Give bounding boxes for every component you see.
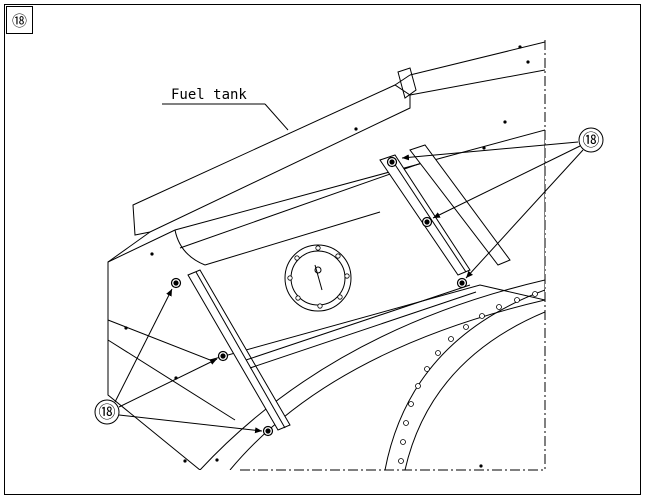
fuel-tank-label: Fuel tank <box>171 87 247 103</box>
callout-upper-right-label: ⑱ <box>583 131 600 151</box>
callout-lower-left-label: ⑱ <box>99 403 116 423</box>
bracket-left <box>187 269 291 431</box>
bracket-right <box>379 154 471 276</box>
flange-holes <box>398 291 538 464</box>
callout-upper-right-circle <box>578 127 604 153</box>
figure-tag: ⑱ <box>6 6 33 34</box>
figure-frame <box>4 4 641 495</box>
sender-plate <box>284 244 352 312</box>
tank-body <box>107 129 545 361</box>
flange-arc <box>384 289 545 470</box>
fuel-tank-leader-diag <box>264 103 289 131</box>
callout-lower-left-circle <box>94 399 120 425</box>
plate-bolts <box>287 245 350 309</box>
small-bolts <box>124 45 530 468</box>
target-bolts <box>170 156 468 437</box>
